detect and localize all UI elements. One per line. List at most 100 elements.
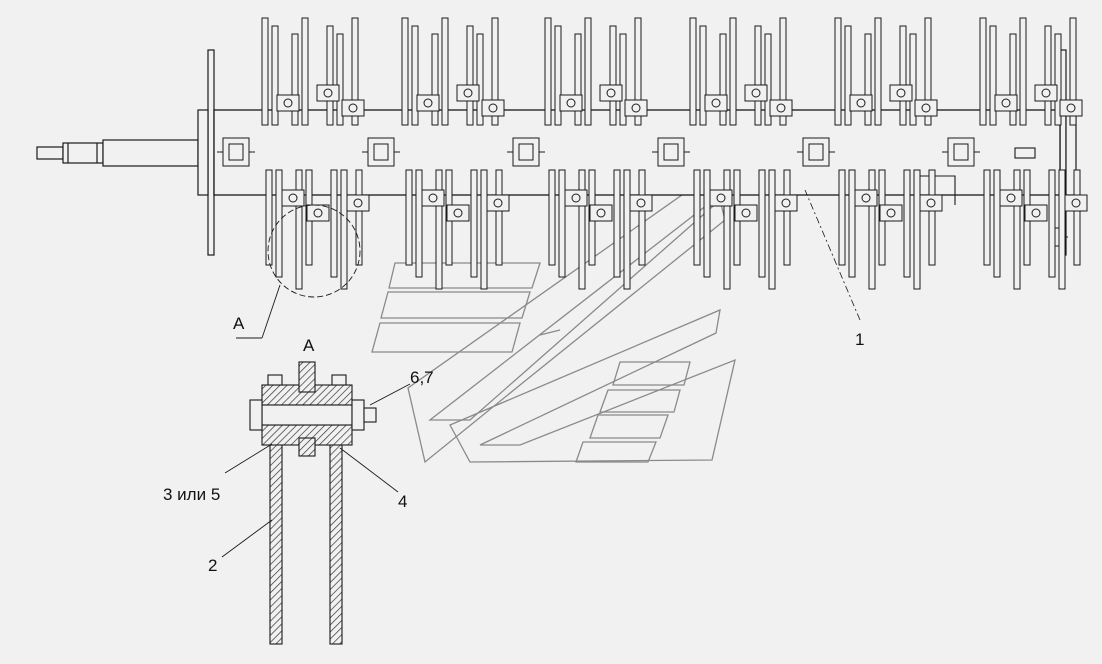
tine <box>924 17 932 126</box>
tine <box>336 33 344 126</box>
tine <box>578 169 586 290</box>
mid-bolt <box>808 143 824 161</box>
drum-bracket <box>915 175 956 205</box>
section-a-detail <box>249 361 377 645</box>
tine <box>574 33 582 126</box>
leader-3-or-5 <box>224 443 273 474</box>
tine <box>693 169 701 266</box>
tine <box>913 169 921 290</box>
drum-slot <box>1014 147 1036 159</box>
bolt <box>606 88 616 98</box>
tine <box>355 169 363 266</box>
tine <box>979 17 987 126</box>
bolt <box>896 88 906 98</box>
tine <box>903 169 911 278</box>
tine <box>1054 33 1062 126</box>
tine <box>703 169 711 278</box>
tine <box>864 33 872 126</box>
tine <box>874 17 882 126</box>
drum-mounts <box>217 84 1088 222</box>
tine <box>1013 169 1021 290</box>
tine <box>1058 169 1066 290</box>
leader-4 <box>339 447 399 493</box>
tine <box>613 169 621 278</box>
tine <box>554 25 562 126</box>
tine <box>584 17 592 126</box>
center-plate-bottom <box>298 437 316 457</box>
bolt <box>313 208 323 218</box>
tine <box>993 169 1001 278</box>
tine <box>848 169 856 278</box>
bolt <box>463 88 473 98</box>
bolt <box>283 98 293 108</box>
tine <box>1048 169 1056 278</box>
leader-6-7 <box>369 383 411 406</box>
bolt <box>423 98 433 108</box>
tine <box>1069 17 1077 126</box>
bolt-head <box>249 399 263 431</box>
bolt <box>323 88 333 98</box>
tine <box>441 17 449 126</box>
bolt <box>596 208 606 218</box>
bolt <box>488 103 498 113</box>
detail-a-circle <box>267 204 361 298</box>
tine <box>1044 25 1052 126</box>
tine <box>544 17 552 126</box>
bolt <box>428 193 438 203</box>
tine <box>779 17 787 126</box>
bolt <box>353 198 363 208</box>
tine <box>689 17 697 126</box>
view-a-marker: А <box>233 314 245 333</box>
tine <box>265 169 273 266</box>
tine <box>638 169 646 266</box>
tine <box>326 25 334 126</box>
tine <box>834 17 842 126</box>
tine <box>758 169 766 278</box>
tine <box>909 33 917 126</box>
tine <box>301 17 309 126</box>
tine <box>480 169 488 290</box>
tine <box>466 25 474 126</box>
tine-right <box>329 431 343 645</box>
bolt <box>348 103 358 113</box>
bolt <box>1031 208 1041 218</box>
tine <box>983 169 991 266</box>
tine <box>351 17 359 126</box>
tine <box>558 169 566 278</box>
tine <box>1073 169 1081 266</box>
tine <box>271 25 279 126</box>
bolt <box>566 98 576 108</box>
tine <box>415 169 423 278</box>
left-end-disk <box>197 49 215 256</box>
bolt <box>1071 198 1081 208</box>
tine <box>295 169 303 290</box>
tine <box>719 33 727 126</box>
bolt <box>631 103 641 113</box>
tine <box>340 169 348 290</box>
tine <box>623 169 631 290</box>
section-a-title: А <box>303 336 315 355</box>
part-6-7-label: 6,7 <box>410 368 434 387</box>
tine <box>723 169 731 290</box>
bolt <box>636 198 646 208</box>
section-leaders <box>221 383 411 558</box>
tine <box>435 169 443 290</box>
bolt <box>571 193 581 203</box>
tine <box>838 169 846 266</box>
tine <box>261 17 269 126</box>
tine <box>783 169 791 266</box>
tine <box>768 169 776 290</box>
tine <box>495 169 503 266</box>
tine <box>1009 33 1017 126</box>
mid-bolt <box>228 143 244 161</box>
tine <box>699 25 707 126</box>
tine <box>928 169 936 266</box>
bolt <box>861 193 871 203</box>
tine <box>729 17 737 126</box>
bolt <box>493 198 503 208</box>
part-1-leader <box>804 189 861 321</box>
bolt <box>453 208 463 218</box>
center-plate-top <box>298 361 316 393</box>
tine <box>844 25 852 126</box>
